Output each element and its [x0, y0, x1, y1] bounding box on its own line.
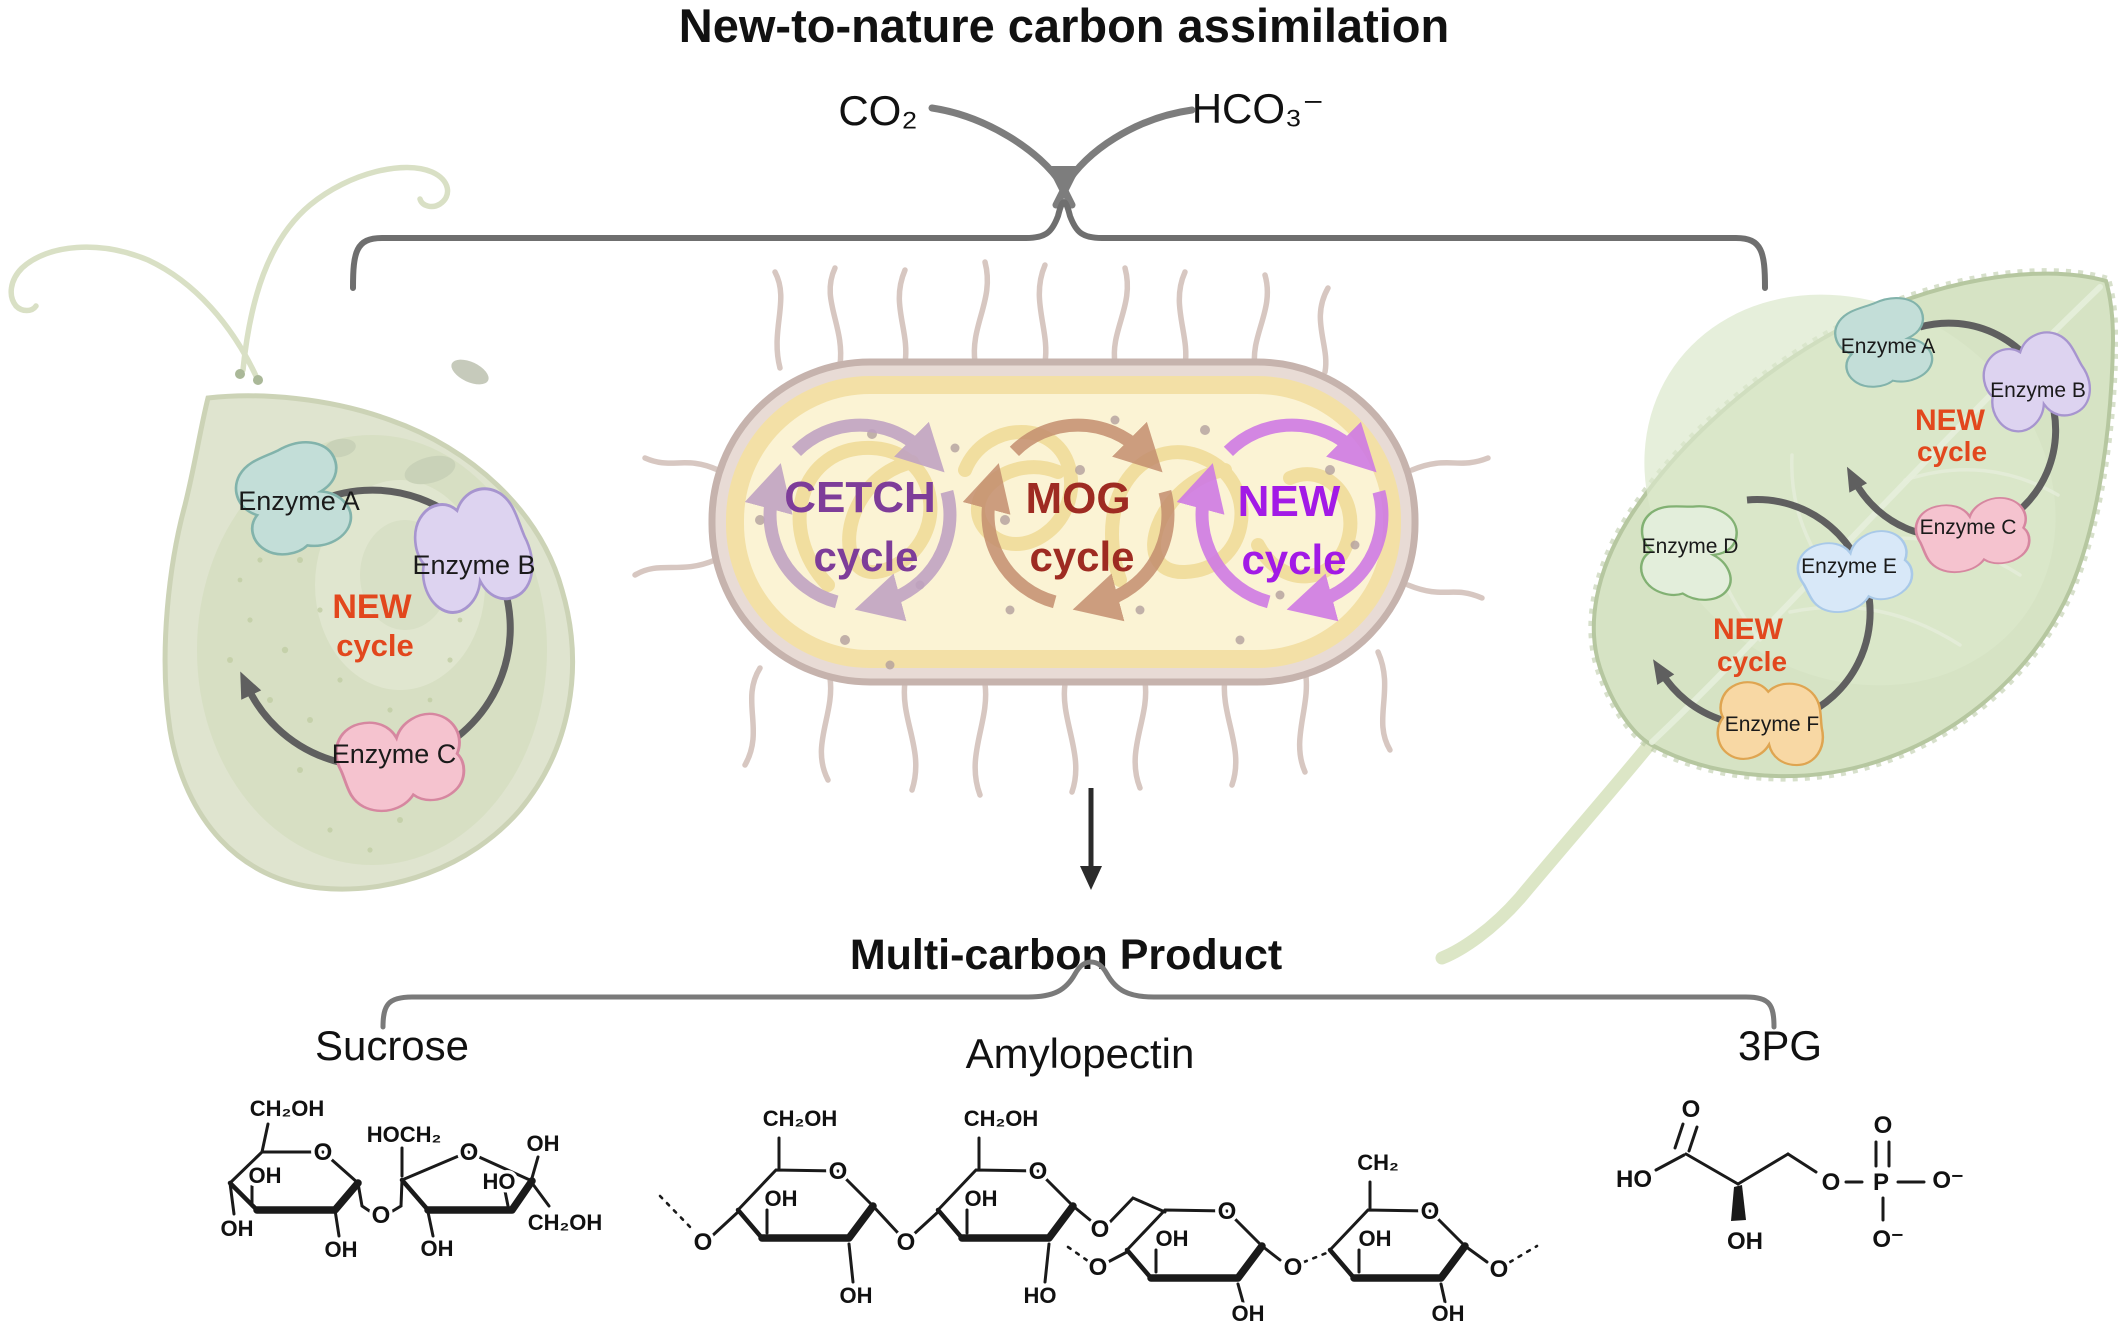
leaf-lower-new-label: NEW — [1713, 613, 1784, 646]
chem-label: O — [1284, 1254, 1303, 1281]
threepg-structure: O HO OH O P O O⁻ O⁻ — [1613, 1093, 1968, 1259]
chem-label: O — [1682, 1096, 1701, 1123]
cetch-cycle-label: CETCH — [784, 473, 936, 522]
chem-label: O — [1874, 1112, 1893, 1139]
algae-enzyme-a-label: Enzyme A — [238, 486, 360, 516]
chem-label: OH — [840, 1283, 873, 1308]
leaf-lower-cycle-arrow — [1658, 496, 1874, 730]
algae-enzyme-c-label: Enzyme C — [332, 739, 457, 769]
chem-label: CH₂OH — [528, 1210, 603, 1235]
cetch-cycle-arrows — [744, 418, 957, 622]
bact-new-cycle-label: NEW — [1238, 477, 1341, 526]
chem-label: OH — [1727, 1228, 1763, 1255]
chem-label: O — [1490, 1256, 1509, 1283]
sucrose-structure: CH₂OH O OH OH OH O HOCH₂ O HO OH CH₂OH O… — [217, 1093, 606, 1266]
leaf-enzyme-e-label: Enzyme E — [1801, 555, 1897, 578]
cycle-arrowhead-icon — [1653, 659, 1675, 685]
mog-cycle-label: MOG — [1025, 474, 1130, 523]
chem-label: HOCH₂ — [367, 1122, 442, 1147]
chem-label: OH — [765, 1186, 798, 1211]
amylopectin-label: Amylopectin — [966, 1030, 1195, 1077]
chem-label: P — [1873, 1169, 1889, 1196]
input-converge-arrows — [928, 104, 1196, 209]
algae-flagellum — [8, 244, 259, 379]
leaf-petiole — [1435, 737, 1657, 965]
chem-label: O⁻ — [1872, 1226, 1903, 1253]
flagellum-base — [253, 375, 263, 385]
chem-label: O — [1822, 1169, 1841, 1196]
chem-label: CH₂OH — [763, 1106, 838, 1131]
page-title: New-to-nature carbon assimilation — [679, 0, 1449, 52]
leaf-enzyme-c-label: Enzyme C — [1920, 516, 2017, 539]
product-arrow — [1080, 788, 1102, 890]
leaf-enzyme-a-label: Enzyme A — [1841, 335, 1936, 358]
chem-label: OH — [1359, 1226, 1392, 1251]
chem-label: OH — [221, 1216, 254, 1241]
new-cycle-arrows — [1176, 418, 1389, 622]
bacterium-flagella — [632, 259, 1491, 798]
chem-label: HO — [1616, 1166, 1652, 1193]
bacterium-cell: CETCH cycle MOG cycle NEW cycle — [632, 259, 1491, 798]
bact-new-cycle-label2: cycle — [1241, 536, 1346, 583]
leaf-upper-new-label2: cycle — [1917, 436, 1987, 467]
hco3-label: HCO₃⁻ — [1192, 85, 1325, 132]
chem-label: O — [1089, 1254, 1108, 1281]
algae-cell: Enzyme A Enzyme B Enzyme C NEW cycle — [8, 164, 576, 892]
chem-label: CH₂OH — [250, 1096, 325, 1121]
flagellum-base — [235, 369, 245, 379]
cycle-arrowhead-icon — [240, 671, 262, 700]
wedge-bond — [1731, 1185, 1746, 1221]
chem-label: O — [372, 1202, 391, 1229]
chem-label: OH — [527, 1131, 560, 1156]
mog-cycle-label2: cycle — [1029, 533, 1134, 580]
chem-label: OH — [1232, 1301, 1265, 1326]
chem-label: OH — [249, 1163, 282, 1188]
algae-new-cycle-label2: cycle — [336, 628, 414, 663]
algae-flagellum — [240, 164, 451, 373]
chem-label: O — [829, 1158, 848, 1185]
chem-label: OH — [1156, 1226, 1189, 1251]
threepg-label: 3PG — [1738, 1022, 1822, 1069]
chem-label: O — [1218, 1198, 1237, 1225]
chem-label: HO — [483, 1169, 516, 1194]
chem-label: OH — [421, 1236, 454, 1261]
chem-label: CH₂ — [1357, 1150, 1399, 1175]
mog-cycle-arrows — [962, 418, 1175, 622]
chem-label: O — [1091, 1216, 1110, 1243]
leaf-upper-new-label: NEW — [1915, 404, 1986, 437]
top-bracket — [350, 198, 1768, 291]
chem-label: O — [1029, 1158, 1048, 1185]
chem-label: O — [694, 1229, 713, 1256]
bacterium-nucleoid — [792, 425, 1358, 592]
chem-label: CH₂OH — [964, 1106, 1039, 1131]
co2-label: CO₂ — [838, 87, 917, 134]
cetch-cycle-label2: cycle — [813, 533, 918, 580]
product-arrowhead-icon — [1080, 866, 1102, 890]
chem-label: O⁻ — [1932, 1167, 1963, 1194]
leaf: Enzyme A Enzyme B Enzyme C Enzyme D Enzy… — [1435, 268, 2118, 965]
algae-new-cycle-label: NEW — [332, 588, 412, 626]
chem-label: OH — [325, 1237, 358, 1262]
chem-label: O — [460, 1139, 479, 1166]
leaf-enzyme-f-label: Enzyme F — [1725, 713, 1820, 736]
leaf-upper-cycle-arrow — [1850, 319, 2060, 541]
chem-label: HO — [1024, 1283, 1057, 1308]
leaf-enzyme-d-label: Enzyme D — [1642, 535, 1739, 558]
cycle-arrowhead-icon — [1846, 466, 1868, 493]
chem-label: OH — [965, 1186, 998, 1211]
chem-label: O — [314, 1139, 333, 1166]
sucrose-label: Sucrose — [315, 1022, 469, 1069]
down-arrowhead-icon — [1047, 166, 1081, 200]
chem-label: O — [1421, 1198, 1440, 1225]
amylopectin-structure: O CH₂OH OH O OH O CH₂OH OH O HO O O OH O… — [658, 1103, 1539, 1326]
chem-label: O — [897, 1229, 916, 1256]
algae-enzyme-b-label: Enzyme B — [412, 550, 535, 580]
chem-label: OH — [1432, 1301, 1465, 1326]
algae-cycle-arrow — [243, 486, 514, 770]
bottom-bracket — [380, 959, 1777, 1030]
leaf-lower-new-label2: cycle — [1717, 646, 1787, 677]
product-heading: Multi-carbon Product — [850, 931, 1282, 979]
leaf-enzyme-b-label: Enzyme B — [1990, 379, 2086, 402]
